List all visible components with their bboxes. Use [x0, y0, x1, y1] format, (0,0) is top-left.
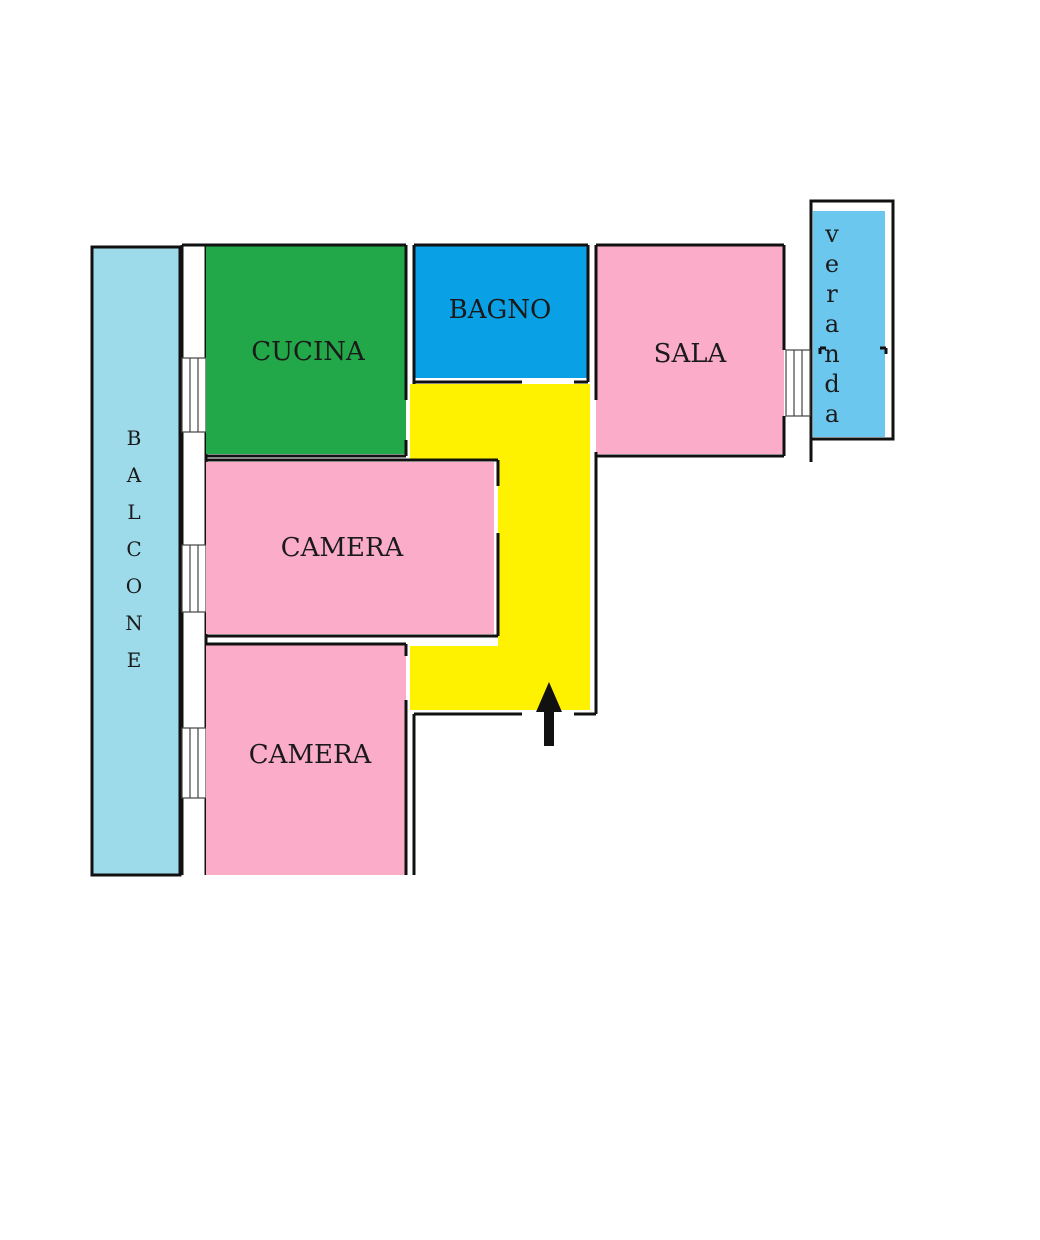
sala-fill — [596, 246, 784, 454]
camera-2-room: CAMERA — [206, 644, 406, 875]
bagno-room: BAGNO — [414, 246, 588, 378]
corridoio-fill — [410, 384, 590, 710]
camera-1-label: CAMERA — [281, 533, 405, 563]
interior-walls — [206, 243, 888, 875]
camera-2-fill — [206, 644, 406, 875]
window-camera-2 — [181, 727, 207, 799]
cucina-fill — [206, 246, 406, 454]
cucina-room: CUCINA — [206, 246, 406, 454]
veranda-fill — [813, 211, 885, 437]
window-camera-1 — [181, 544, 207, 613]
balcone-fill — [90, 245, 182, 877]
corridoio-area — [410, 384, 590, 710]
camera-1-room: CAMERA — [206, 462, 494, 634]
sala-veranda-window — [785, 349, 811, 417]
window-cucina — [181, 357, 207, 433]
bagno-label: BAGNO — [449, 295, 552, 325]
bagno-fill — [414, 246, 588, 378]
sala-room: SALA — [596, 246, 784, 454]
arrow-up-icon — [536, 682, 562, 746]
windows — [181, 357, 207, 799]
cucina-label: CUCINA — [251, 337, 366, 367]
camera-2-label: CAMERA — [249, 740, 373, 770]
sala-label: SALA — [654, 339, 728, 369]
camera-1-fill — [206, 462, 494, 634]
